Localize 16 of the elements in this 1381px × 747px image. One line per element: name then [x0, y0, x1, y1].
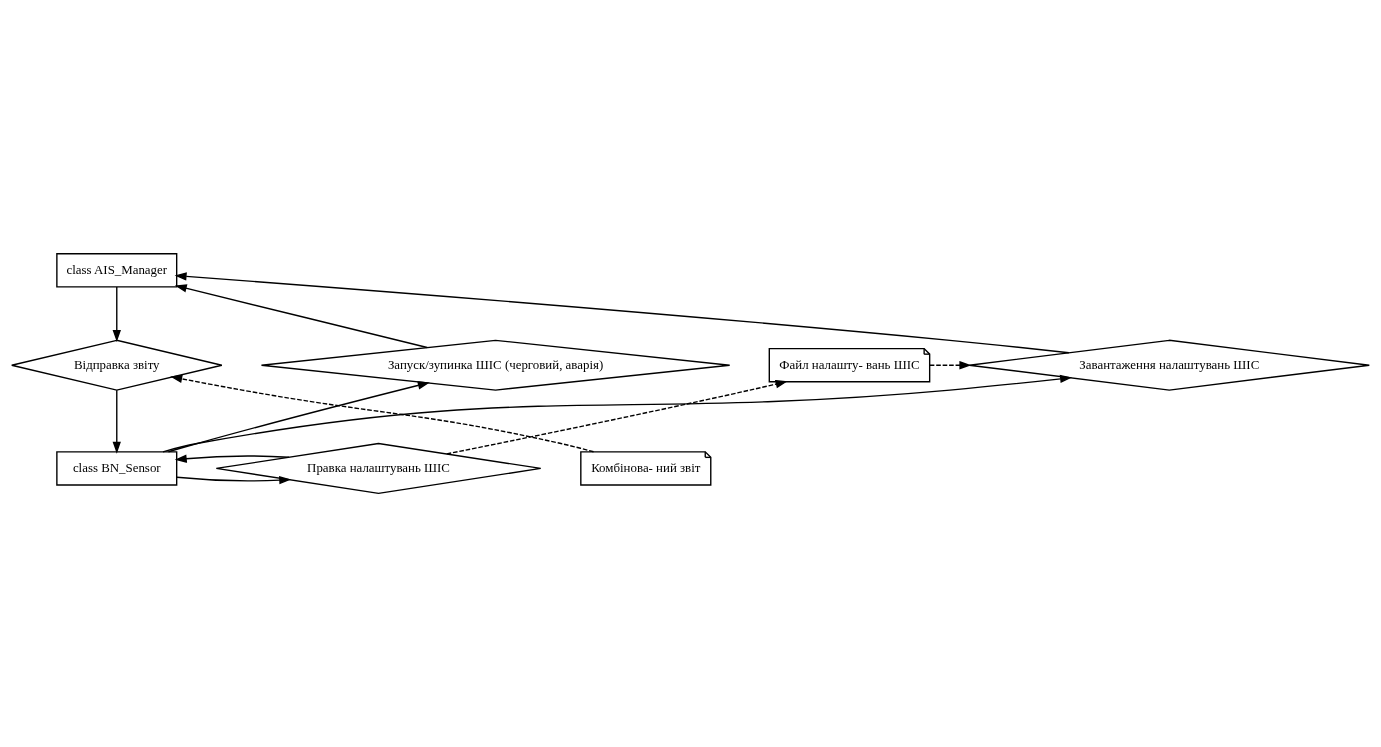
node-diamond: Відправка звіту [11, 339, 223, 391]
arrow [162, 374, 1073, 453]
arrow [174, 454, 290, 463]
arrow [446, 380, 788, 455]
arrow [174, 284, 428, 349]
arrow [112, 389, 121, 454]
arrow [174, 272, 1070, 354]
node-diamond: Правка налаштувань ШІС [215, 442, 542, 494]
arrow [929, 361, 972, 370]
arrow [176, 475, 292, 485]
node-box: class BN_Sensor [56, 451, 178, 486]
node-diamond: Завантаження налаштувань ШІС [968, 339, 1370, 391]
node-box: class AIS_Manager [56, 253, 178, 288]
arrow [112, 286, 121, 343]
arrow [170, 374, 595, 453]
arrow [167, 381, 430, 453]
